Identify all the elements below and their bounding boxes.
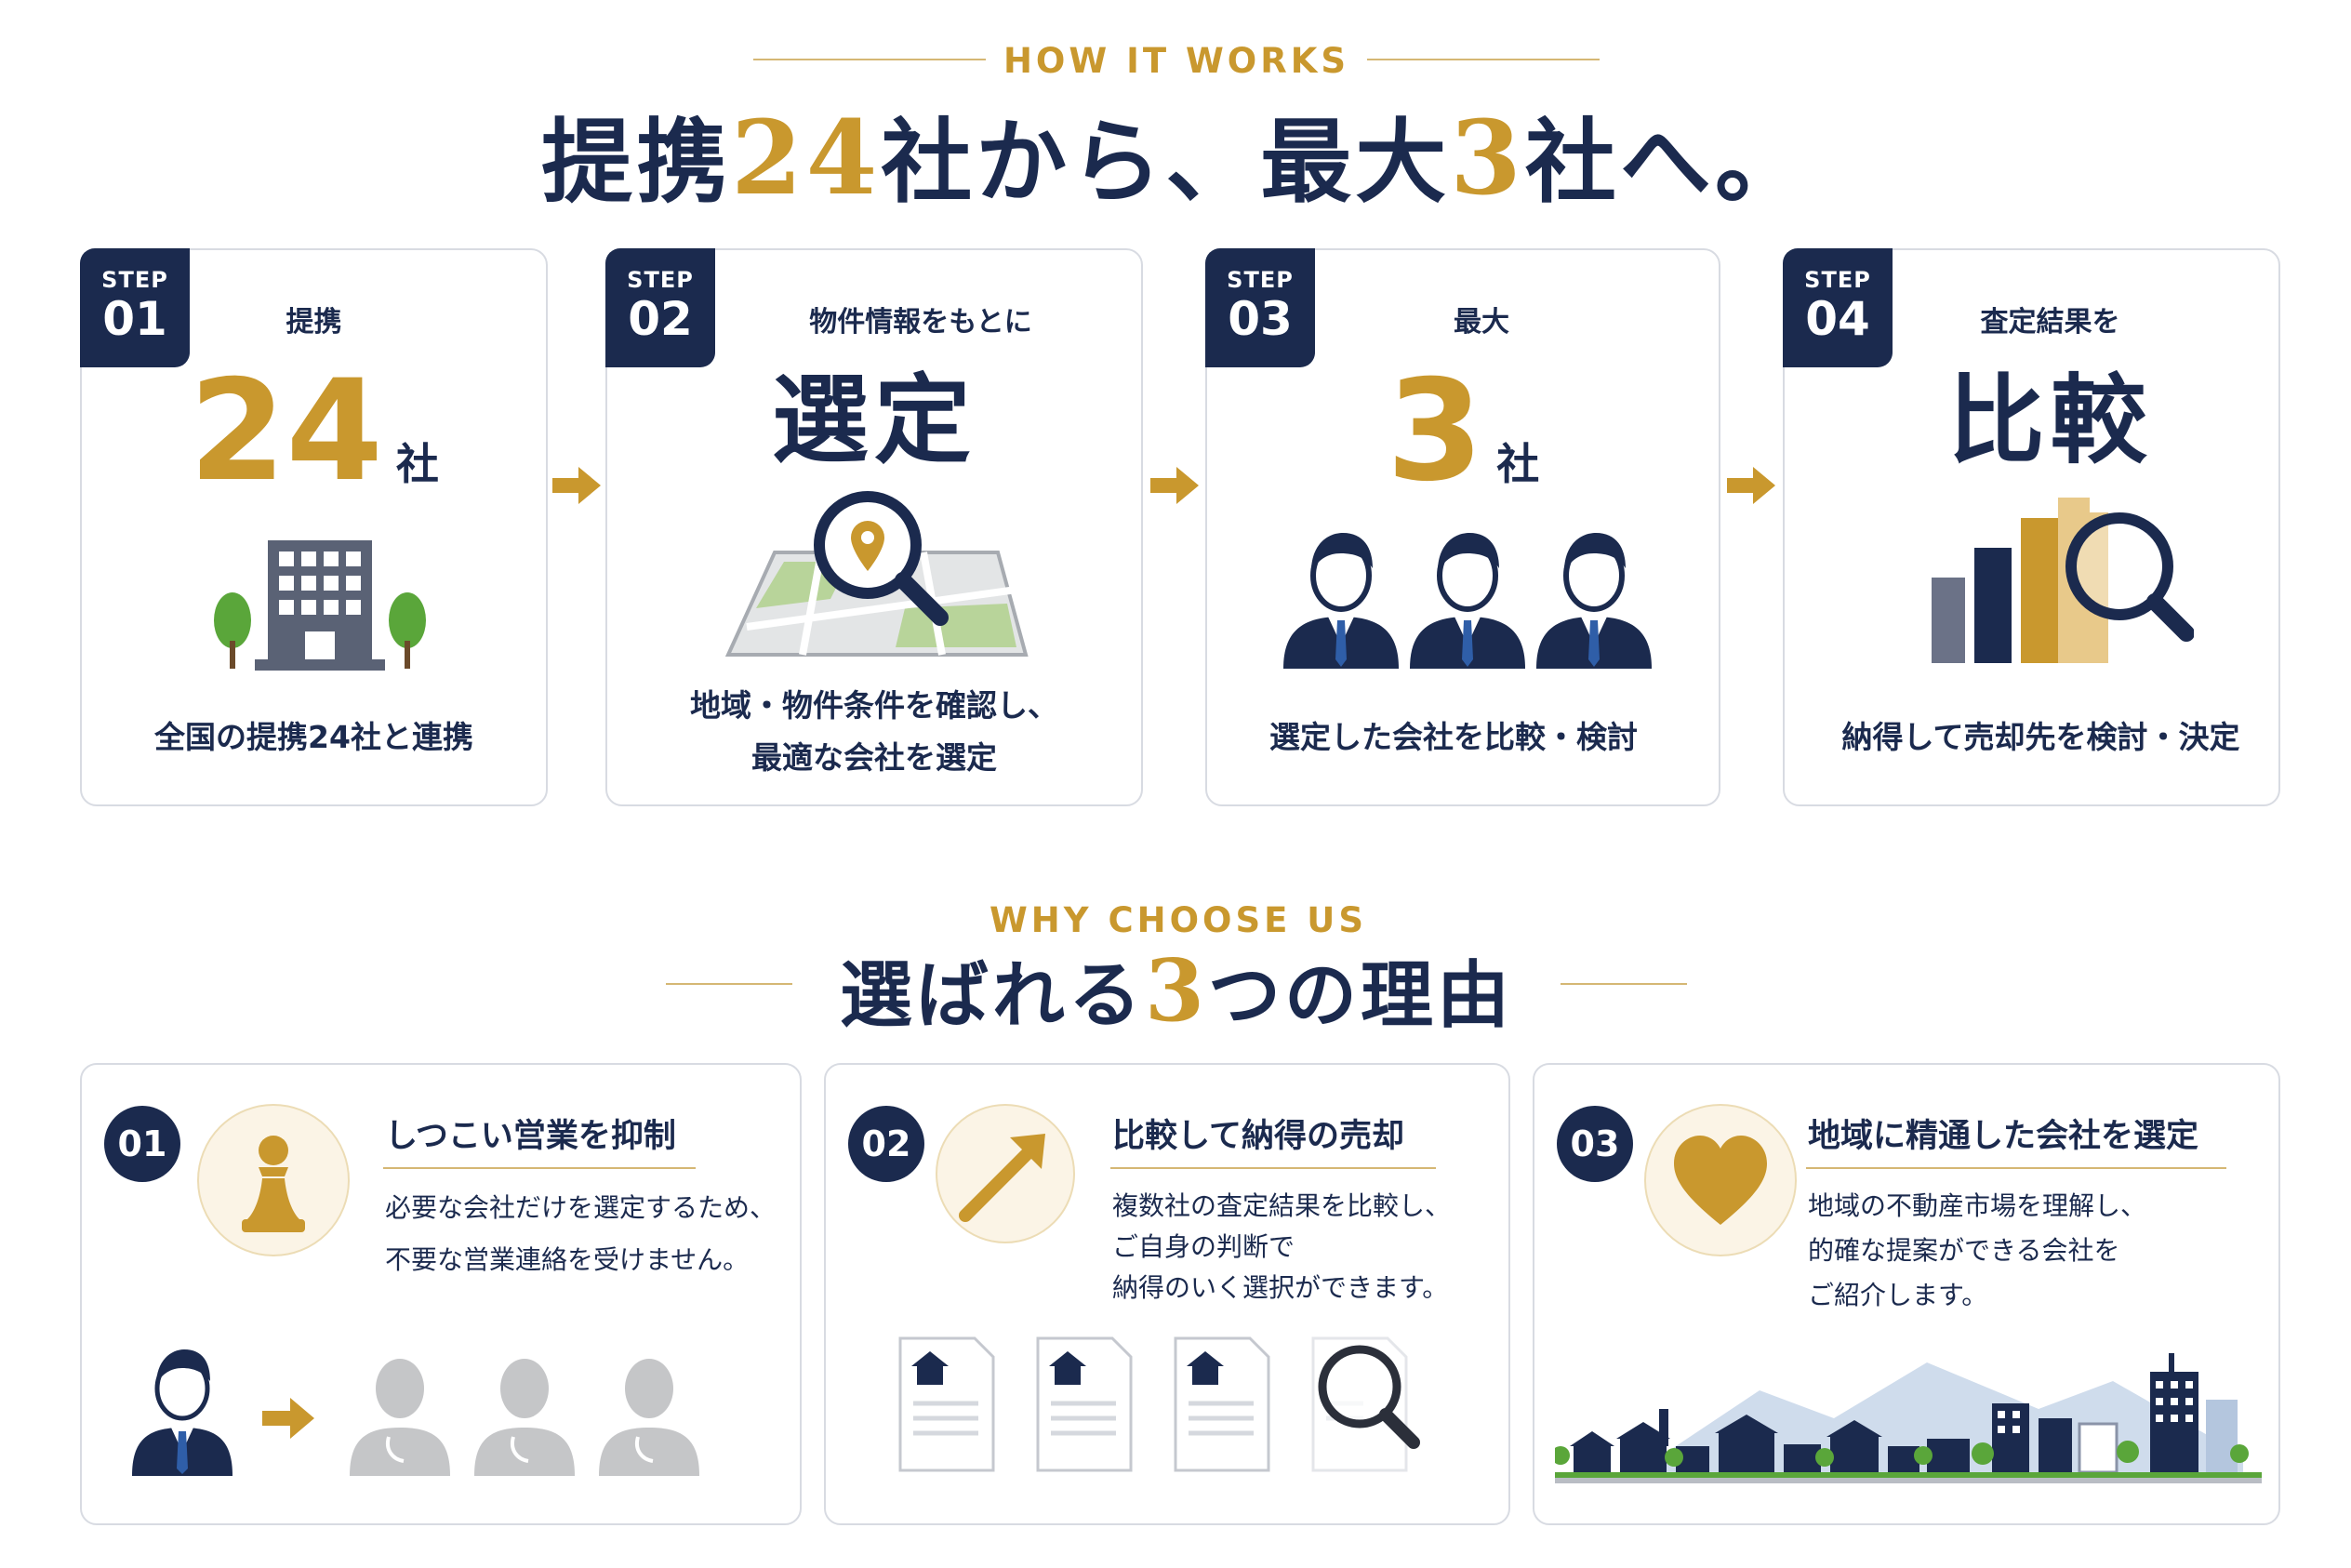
step-badge: STEP 04	[1783, 248, 1893, 367]
step-badge: STEP 03	[1205, 248, 1315, 367]
headline-number: 24	[731, 98, 882, 218]
documents-compare-icon	[898, 1336, 1420, 1472]
reason-icon-circle	[1644, 1104, 1797, 1256]
why-headline: 選ばれる3つの理由	[800, 939, 1553, 1047]
step-big-value: 比較	[1947, 363, 2153, 477]
big-number: 3	[1386, 351, 1484, 512]
step-label: STEP	[1804, 267, 1871, 293]
reason-title: 地域に精通した会社を選定	[1808, 1118, 2199, 1155]
headline-part: 選ばれる	[839, 953, 1145, 1038]
reason-text-line: ご自身の判断で	[1112, 1231, 1295, 1262]
reason-card-03: 03 地域に精通した会社を選定 地域の不動産市場を理解し、 的確な提案ができる会…	[1533, 1063, 2280, 1525]
step-big-value: 選定	[771, 363, 976, 477]
unit-label: 社	[1496, 439, 1540, 489]
step-badge: STEP 01	[80, 248, 190, 367]
reason-number-badge: 03	[1557, 1106, 1633, 1182]
step-arrow-icon	[1150, 467, 1199, 504]
step-arrow-icon	[552, 467, 601, 504]
step-top-label: 提携	[286, 306, 342, 339]
reason-title-underline	[1110, 1167, 1436, 1169]
step-number: 03	[1228, 292, 1293, 346]
reason-title-underline	[1806, 1167, 2226, 1169]
step-description: 選定した会社を比較・検討	[1269, 719, 1638, 755]
step-description: 納得して売却先を検討・決定	[1841, 719, 2240, 755]
step-label: STEP	[1227, 267, 1294, 293]
arrow-up-right-icon	[959, 1134, 1045, 1222]
step-arrow-icon	[1727, 467, 1775, 504]
map-search-icon	[724, 491, 1029, 657]
step-card-04: STEP 04 査定結果を 比較 納得して売却先を検討・決定	[1783, 248, 2280, 806]
step-description: 地域・物件条件を確認し、	[690, 687, 1058, 724]
why-eyebrow: WHY CHOOSE US	[990, 900, 1367, 940]
businessmen-icon	[1283, 533, 1652, 669]
how-headline: 提携24社から、最大3社へ。	[465, 98, 1886, 223]
step-number: 04	[1805, 292, 1870, 346]
step-description: 全国の提携24社と連携	[154, 719, 473, 755]
header-rule-right	[1367, 59, 1600, 60]
salesman-blocked-icon	[132, 1349, 699, 1476]
step-top-label: 査定結果を	[1980, 306, 2120, 339]
reason-icon-circle	[197, 1104, 350, 1256]
why-rule-left	[666, 983, 792, 985]
step-label: STEP	[101, 267, 168, 293]
step-number: 01	[102, 292, 167, 346]
reason-text-line: ご紹介します。	[1808, 1280, 1988, 1310]
reason-card-02: 02 比較して納得の売却 複数社の査定結果を比較し、 ご自身の判断で 納得のいく…	[824, 1063, 1510, 1525]
reason-text-line: 納得のいく選択ができます。	[1112, 1272, 1449, 1303]
unit-label: 社	[395, 439, 439, 489]
chess-pawn-icon	[242, 1136, 305, 1232]
step-top-label: 物件情報をもとに	[809, 306, 1032, 339]
why-rule-right	[1561, 983, 1687, 985]
step-top-label: 最大	[1454, 306, 1509, 339]
step-card-02: STEP 02 物件情報をもとに 選定 地域・物件条件を確認し、 最適な会社を選…	[605, 248, 1143, 806]
big-number: 24	[189, 351, 383, 512]
header-rule-left	[753, 59, 986, 60]
headline-part: つの理由	[1208, 953, 1514, 1038]
headline-part: 提携	[541, 109, 732, 216]
reason-number-badge: 01	[104, 1106, 180, 1182]
cityscape-icon	[1555, 1353, 2262, 1483]
reason-text-line: 複数社の査定結果を比較し、	[1112, 1190, 1452, 1221]
reason-card-01: 01 しつこい営業を抑制 必要な会社だけを選定するため、 不要な営業連絡を受けま…	[80, 1063, 802, 1525]
reason-text-line: 地域の不動産市場を理解し、	[1808, 1190, 2147, 1221]
reason-text-line: 必要な会社だけを選定するため、	[385, 1192, 777, 1223]
reason-text-line: 的確な提案ができる会社を	[1808, 1235, 2120, 1266]
heart-icon	[1674, 1136, 1767, 1225]
step-label: STEP	[627, 267, 694, 293]
reason-icon-circle	[936, 1104, 1075, 1243]
reason-text-line: 不要な営業連絡を受けません。	[385, 1244, 750, 1275]
headline-part: 社へ。	[1524, 109, 1810, 216]
headline-part: 社から、最大	[881, 109, 1451, 216]
reason-title: 比較して納得の売却	[1112, 1118, 1404, 1155]
step-number: 02	[628, 292, 693, 346]
chart-search-icon	[1932, 498, 2194, 663]
reason-title-underline	[383, 1167, 696, 1169]
office-building-icon	[214, 540, 426, 671]
how-eyebrow: HOW IT WORKS	[1003, 41, 1350, 81]
headline-number: 3	[1450, 98, 1525, 218]
reason-number-badge: 02	[848, 1106, 924, 1182]
reason-title: しつこい営業を抑制	[385, 1118, 676, 1155]
headline-number: 3	[1144, 940, 1208, 1041]
step-description: 最適な会社を選定	[751, 739, 997, 776]
step-badge: STEP 02	[605, 248, 715, 367]
